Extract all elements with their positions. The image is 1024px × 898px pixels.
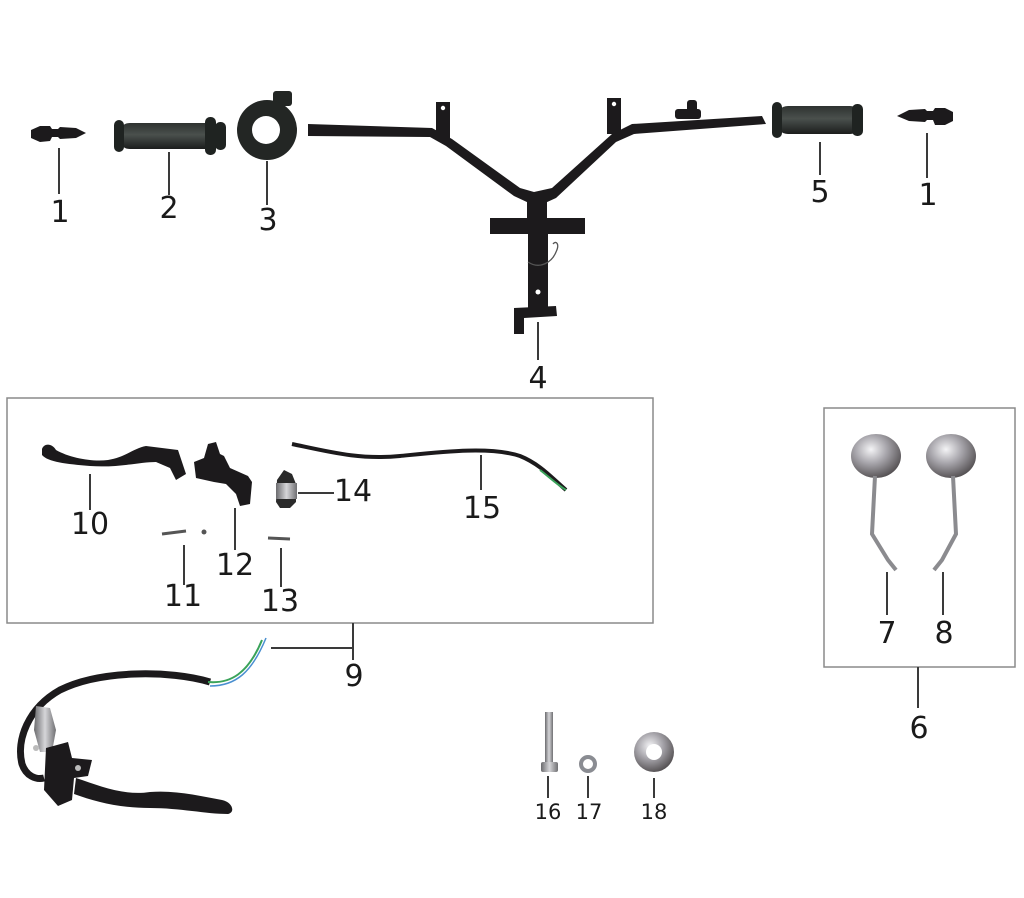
grip-end-plug-left	[31, 126, 86, 194]
callout-8: 8	[934, 616, 954, 651]
callout-4: 4	[528, 361, 548, 396]
brake-switch-wire	[291, 442, 568, 492]
nut	[579, 755, 597, 798]
callout-2: 2	[159, 191, 179, 226]
clamp-screw	[267, 536, 291, 587]
callout-15: 15	[462, 491, 502, 526]
right-hand-grip	[772, 102, 863, 175]
callout-13: 13	[260, 584, 300, 619]
left-hand-grip	[114, 117, 226, 195]
callout-1-left: 1	[50, 195, 70, 230]
washer	[634, 732, 674, 798]
callout-9: 9	[344, 659, 364, 694]
lever-clamp	[276, 470, 334, 508]
callout-17: 17	[575, 800, 603, 824]
lever-assembly-leader	[271, 623, 354, 660]
callout-7: 7	[877, 616, 897, 651]
brake-lever	[42, 444, 186, 510]
callout-1-right: 1	[918, 178, 938, 213]
lever-bracket	[194, 442, 252, 550]
callout-18: 18	[640, 800, 668, 824]
callout-12: 12	[215, 548, 255, 583]
right-mirror	[926, 434, 976, 615]
brake-lever-assembly	[17, 637, 267, 814]
bolt	[541, 712, 558, 798]
callout-5: 5	[810, 175, 830, 210]
handlebar	[308, 98, 766, 360]
throttle-housing	[237, 91, 297, 205]
mirror-set-box	[823, 407, 1016, 668]
grip-end-plug-right	[897, 108, 953, 178]
lever-pivot-bolt	[161, 529, 207, 585]
brake-lever-kit-box	[6, 397, 654, 624]
callout-6: 6	[909, 711, 929, 746]
callout-10: 10	[70, 507, 110, 542]
left-mirror	[851, 434, 901, 615]
callout-14: 14	[333, 474, 373, 509]
callout-3: 3	[258, 203, 278, 238]
callout-16: 16	[534, 800, 562, 824]
callout-11: 11	[163, 579, 203, 614]
